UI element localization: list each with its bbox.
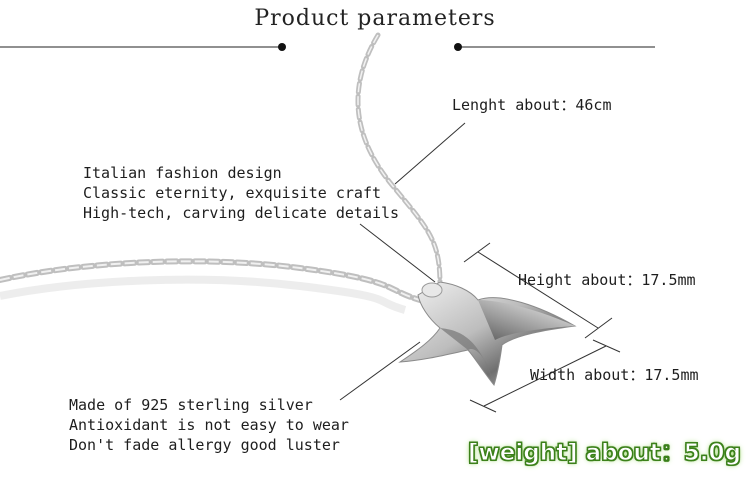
header-divider (0, 43, 655, 51)
height-spec: Height about：17.5mm (518, 271, 696, 289)
weight-badge: [weight] about：5.0g (468, 440, 742, 467)
width-spec: Width about：17.5mm (530, 366, 699, 384)
design-features-list: Italian fashion design Classic eternity,… (83, 163, 399, 223)
feature-line: Classic eternity, exquisite craft (83, 184, 382, 202)
feature-line: Italian fashion design (83, 164, 282, 182)
feature-line: Antioxidant is not easy to wear (69, 416, 349, 434)
length-spec: Lenght about：46cm (452, 96, 612, 114)
leader-lines (339, 122, 466, 401)
feature-line: Made of 925 sterling silver (69, 396, 313, 414)
material-features-list: Made of 925 sterling silver Antioxidant … (69, 395, 349, 455)
page-title: Product parameters (254, 6, 496, 31)
feature-line: High-tech, carving delicate details (83, 204, 400, 222)
dimension-lines (463, 242, 621, 413)
chain-upper (355, 32, 443, 288)
starfish-pendant (398, 281, 577, 387)
feature-line: Don't fade allergy good luster (69, 436, 340, 454)
